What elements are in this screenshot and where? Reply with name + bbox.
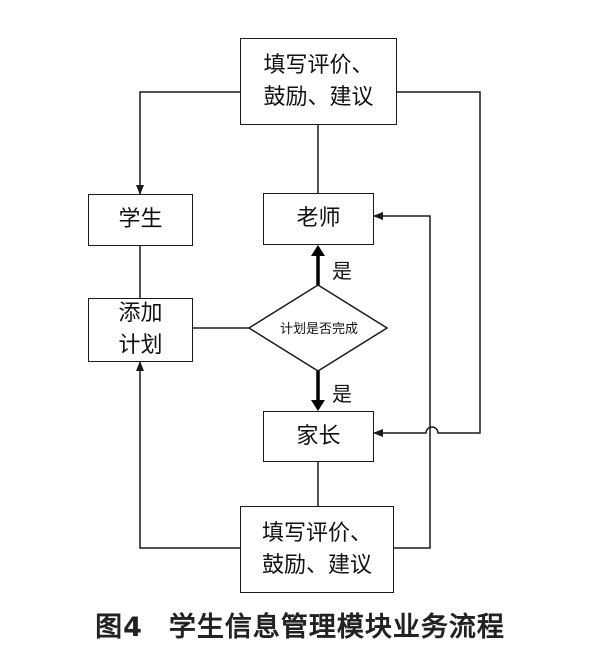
parent-box: 家长: [263, 411, 374, 462]
student-label: 学生: [118, 207, 163, 233]
teacher-box: 老师: [263, 193, 374, 245]
connector-bottom-to-plan: [136, 361, 240, 549]
yes-arrow-up-head: [311, 245, 325, 256]
yes-label-up: 是: [332, 259, 352, 283]
connector-top-to-parent: [373, 91, 481, 437]
figure-caption: 图4 学生信息管理模块业务流程: [0, 605, 600, 644]
parent-label: 家长: [296, 423, 341, 449]
top-feedback-box: 填写评价、 鼓励、建议: [240, 38, 397, 125]
flowchart: 填写评价、 鼓励、建议 学生 老师 添加 计划 计划是否完成 是 是 家长 填写…: [88, 38, 481, 593]
connector-top-to-student: [136, 91, 240, 195]
yes-label-down: 是: [332, 382, 352, 406]
figure-title: 学生信息管理模块业务流程: [168, 612, 505, 643]
figure-number: 图4: [95, 612, 143, 643]
add-plan-box: 添加 计划: [88, 298, 193, 362]
yes-arrow-down-head: [311, 400, 325, 411]
bottom-feedback-box: 填写评价、 鼓励、建议: [240, 506, 394, 593]
connector-bottom-to-teacher: [373, 212, 431, 549]
top-feedback-line1: 填写评价、: [263, 52, 374, 78]
decision-label: 计划是否完成: [279, 321, 358, 337]
flowchart-connectors: [136, 91, 481, 549]
add-plan-line1: 添加: [118, 301, 163, 327]
add-plan-line2: 计划: [118, 333, 163, 358]
teacher-label: 老师: [296, 206, 341, 232]
student-box: 学生: [88, 194, 193, 246]
bottom-feedback-line1: 填写评价、: [261, 520, 372, 546]
top-feedback-line2: 鼓励、建议: [263, 84, 374, 110]
bottom-feedback-line2: 鼓励、建议: [261, 552, 372, 578]
